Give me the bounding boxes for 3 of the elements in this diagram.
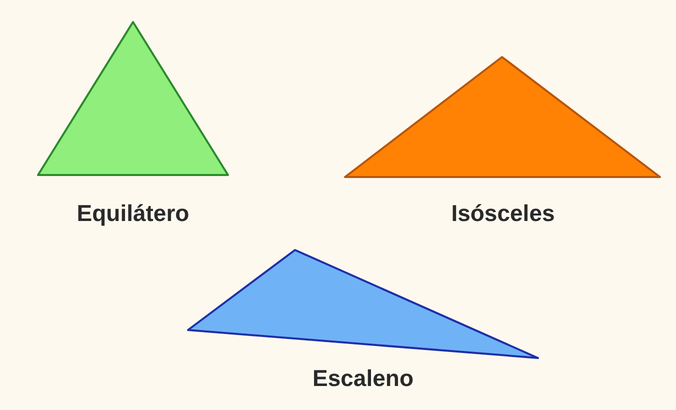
shape-label: Equilátero [76,199,190,228]
shape-label: Isósceles [451,199,555,228]
shape-label: Escaleno [312,364,414,393]
